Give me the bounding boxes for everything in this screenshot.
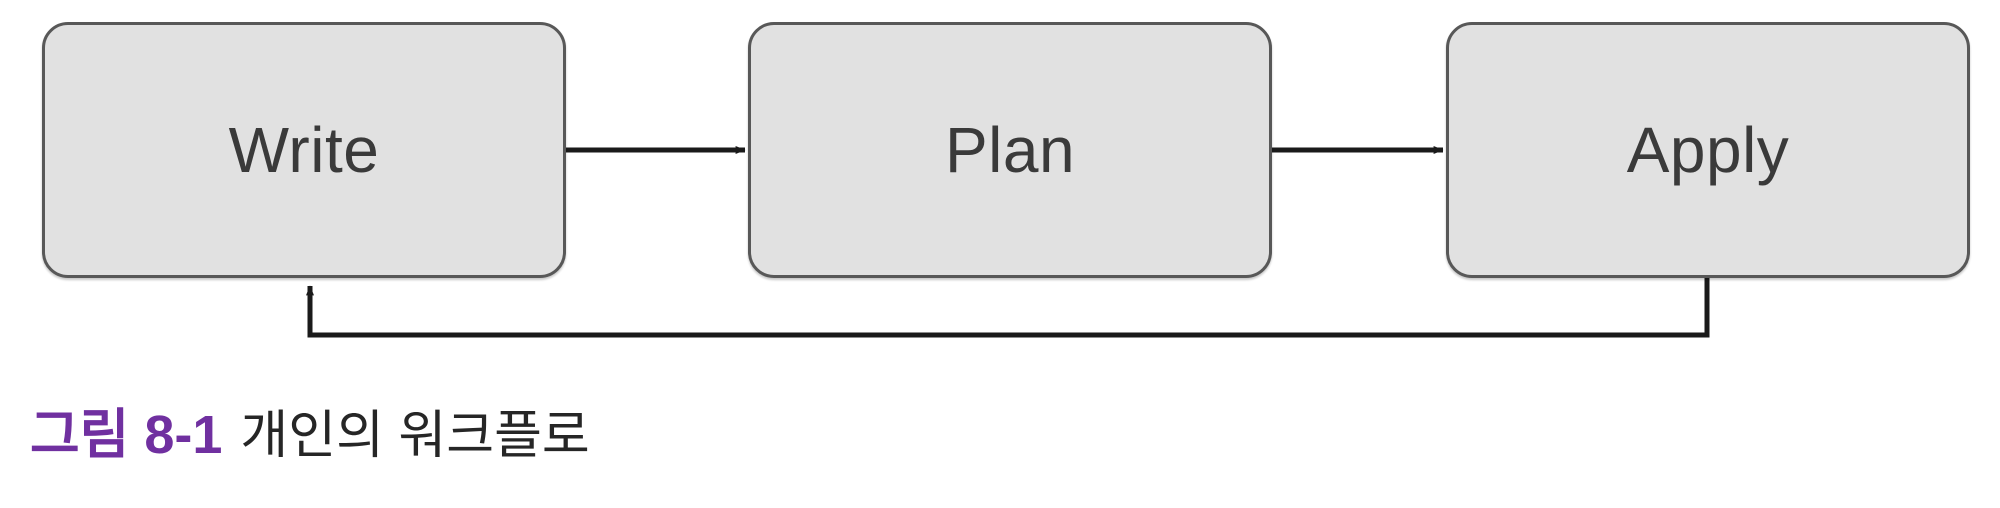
node-plan-label: Plan (944, 114, 1076, 186)
figure-caption-number: 그림 8-1 (30, 405, 223, 465)
edge-apply-to-write (306, 278, 1710, 338)
node-apply-label: Apply (1626, 114, 1790, 186)
node-apply[interactable]: Apply (1446, 22, 1970, 278)
figure-caption: 그림 8-1 개인의 워크플로 (30, 404, 590, 467)
diagram-connectors (306, 146, 1710, 338)
figure-caption-text: 개인의 워크플로 (240, 407, 590, 465)
node-plan[interactable]: Plan (748, 22, 1272, 278)
node-write[interactable]: Write (42, 22, 566, 278)
node-write-label: Write (228, 114, 380, 186)
